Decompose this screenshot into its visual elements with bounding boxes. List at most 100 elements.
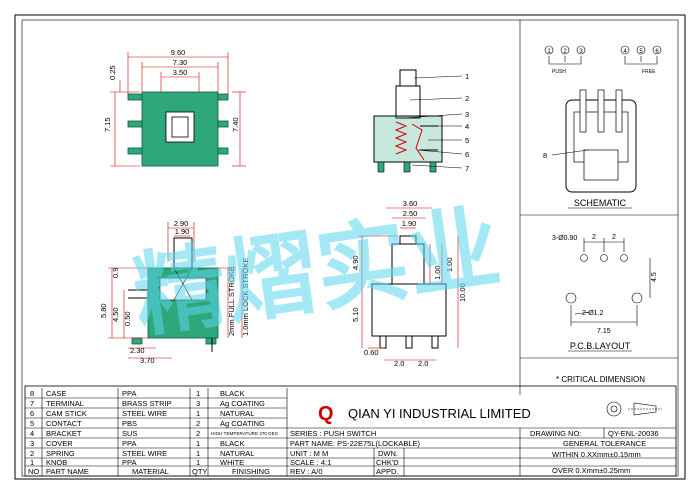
- bom-row-4-no: 4: [30, 429, 34, 438]
- dim-3-70: 3.70: [140, 356, 155, 365]
- bom-header-no: NO: [28, 467, 39, 476]
- bom-row-8-fin: BLACK: [220, 389, 245, 398]
- schem-num-2: 2: [563, 49, 567, 55]
- tolerance-over: OVER 0.Xmm±0.25mm: [552, 466, 630, 475]
- title-block: 8 CASE PPA 1 BLACK 7 TERMINAL BRASS STRI…: [24, 385, 677, 477]
- bom-row-7-fin: Ag COATING: [220, 399, 265, 408]
- rev: REV : A/0: [290, 467, 323, 476]
- dim-1-90b: 1.90: [402, 219, 417, 228]
- bom-row-7-part: TERMINAL: [46, 399, 84, 408]
- bom-row-2-qty: 1: [196, 449, 200, 458]
- dim-5-80: 5.80: [99, 303, 108, 318]
- bom-row-5-fin: Ag COATING: [220, 419, 265, 428]
- dim-full-stroke: 2mm FULL STROKE: [227, 266, 236, 336]
- side-view: 2.90 1.90 0.9 5.80 4.50 0.50 2.30 3.70 2…: [99, 219, 250, 365]
- bom-row-7-mat: BRASS STRIP: [122, 399, 172, 408]
- series: SERIES : PUSH SWITCH: [290, 429, 376, 438]
- appd-label: APPD.: [376, 467, 399, 476]
- dwn-label: DWN.: [378, 449, 398, 458]
- callout-5: 5: [465, 136, 469, 145]
- bom-row-2-fin: NATURAL: [220, 449, 254, 458]
- schem-num-6: 6: [655, 49, 659, 55]
- watermark-text: 精熠实业: [127, 193, 506, 350]
- bom-row-5-part: CONTACT: [46, 419, 82, 428]
- front-view: 3.60 2.50 1.90 4.90 1.00 1.00 10.00 5.10…: [351, 199, 467, 368]
- bom-row-8-mat: PPA: [122, 389, 136, 398]
- bom-row-5-no: 5: [30, 419, 34, 428]
- bom-row-2-part: SPRING: [46, 449, 75, 458]
- bom-row-5-mat: PBS: [122, 419, 137, 428]
- watermark: 精熠实业: [127, 193, 506, 350]
- dim-0-9: 0.9: [111, 268, 120, 278]
- bom-row-3-mat: PPA: [122, 439, 136, 448]
- pcb-dim-2b: 2: [612, 234, 616, 241]
- svg-text:Q: Q: [318, 403, 334, 425]
- callout-7: 7: [465, 164, 469, 173]
- pcb-layout: 3-Ø0.90 2 2 4.5 2-Ø1.2 7.15 P.C.B.LAYOUT: [552, 234, 658, 352]
- bom-row-6-fin: NATURAL: [220, 409, 254, 418]
- tolerance-within: WITHIN 0.XXmm±0.15mm: [552, 450, 641, 459]
- bom-row-3-no: 3: [30, 439, 34, 448]
- bom-row-6-part: CAM STICK: [46, 409, 87, 418]
- bom-row-3-qty: 1: [196, 439, 200, 448]
- bom-row-5-qty: 2: [196, 419, 200, 428]
- projection-symbol: [606, 401, 662, 417]
- company-logo: Q: [318, 403, 334, 425]
- callout-1: 1: [465, 72, 469, 81]
- dim-2-30: 2.30: [130, 346, 145, 355]
- bom-row-1-mat: PPA: [122, 458, 136, 467]
- callout-6: 6: [465, 150, 469, 159]
- drawing-no: QY-ENL-20036: [608, 429, 659, 438]
- dim-2-90: 2.90: [174, 219, 189, 228]
- schematic: 1 2 3 4 5 6 PUSH FREE 8 SCHEMATIC: [543, 45, 662, 209]
- dim-7-40: 7.40: [231, 117, 240, 132]
- section-view: 1 2 3 4 5 6 7: [373, 69, 469, 173]
- bom-row-8-qty: 1: [196, 389, 200, 398]
- callout-3: 3: [465, 110, 469, 119]
- bom-header-finishing: FINISHING: [232, 467, 270, 476]
- bom-row-1-qty: 1: [196, 458, 200, 467]
- schem-label-free: FREE: [642, 69, 656, 75]
- company-name: QIAN YI INDUSTRIAL LIMITED: [348, 406, 531, 421]
- bom-row-8-no: 8: [30, 389, 34, 398]
- chkd-label: CHK'D: [376, 458, 399, 467]
- dim-3-60: 3.60: [403, 199, 418, 208]
- bom-row-1-no: 1: [30, 458, 34, 467]
- dim-5-10: 5.10: [351, 307, 360, 322]
- bom-row-4-part: BRACKET: [46, 429, 82, 438]
- dim-7-30: 7.30: [173, 58, 188, 67]
- bom-header-qty: QTY: [192, 467, 207, 476]
- pcb-title: P.C.B.LAYOUT: [570, 341, 631, 351]
- bom-row-4-mat: SUS: [122, 429, 137, 438]
- schem-callout-8: 8: [543, 151, 547, 160]
- critical-dimension-note: * CRITICAL DIMENSION: [556, 375, 645, 384]
- bom-row-7-qty: 3: [196, 399, 200, 408]
- bom-row-2-no: 2: [30, 449, 34, 458]
- bom-row-4-fin: HIGH TEMPERATURE 270 DEG: [211, 431, 279, 436]
- top-view: 9.60 7.30 3.50 0.25 7.15 7.40: [103, 48, 246, 167]
- bom-row-3-fin: BLACK: [220, 439, 245, 448]
- bom-header-part: PART NAME: [46, 467, 89, 476]
- dim-4-90: 4.90: [351, 255, 360, 270]
- bom-row-3-part: COVER: [46, 439, 73, 448]
- callout-2: 2: [465, 94, 469, 103]
- bom-header-material: MATERIAL: [132, 467, 169, 476]
- dim-9-60: 9.60: [171, 48, 186, 57]
- bom-row-1-part: KNOB: [46, 458, 67, 467]
- bom-row-6-no: 6: [30, 409, 34, 418]
- general-tolerance: GENERAL TOLERANCE: [563, 439, 646, 448]
- scale: SCALE : 4:1: [290, 458, 331, 467]
- dim-4-50: 4.50: [111, 307, 120, 322]
- unit: UNIT : M M: [290, 449, 328, 458]
- outer-frame: [14, 14, 686, 480]
- dim-3-50: 3.50: [173, 68, 188, 77]
- schem-num-3: 3: [579, 49, 583, 55]
- dim-2-0a: 2.0: [394, 359, 404, 368]
- dim-1-00a: 1.00: [433, 265, 442, 280]
- part-name: PART NAME: PS-22E75L(LOCKABLE): [290, 439, 421, 448]
- bom-row-8-part: CASE: [46, 389, 66, 398]
- drawing-no-label: DRAWING NO:: [530, 429, 581, 438]
- dim-0-25: 0.25: [108, 65, 117, 80]
- callout-4: 4: [465, 122, 469, 131]
